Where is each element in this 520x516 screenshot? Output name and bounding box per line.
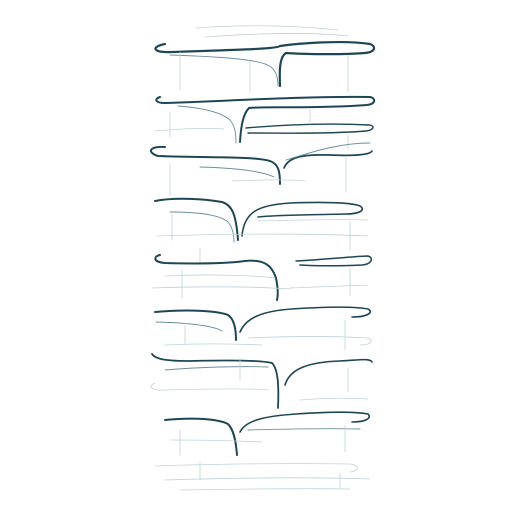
light-stroke-41 (164, 343, 263, 346)
dark-stroke-31 (295, 255, 373, 267)
dark-stroke-44 (151, 353, 280, 409)
mid-stroke-39 (155, 321, 223, 332)
light-stroke-26 (156, 233, 369, 237)
dark-stroke-51 (164, 417, 238, 456)
dark-stroke-22 (154, 197, 239, 241)
mid-stroke-24 (169, 211, 235, 243)
light-stroke-58 (164, 477, 371, 481)
light-stroke-11 (154, 128, 225, 132)
dark-stroke-10 (245, 123, 374, 134)
light-stroke-57 (154, 463, 358, 473)
dark-stroke-16 (283, 150, 373, 169)
mid-stroke-46 (164, 366, 269, 371)
light-stroke-19 (231, 179, 306, 182)
dark-stroke-8 (155, 95, 376, 143)
light-stroke-32 (164, 274, 276, 279)
light-stroke-1 (195, 25, 339, 31)
mid-stroke-18 (199, 166, 275, 178)
light-stroke-54 (169, 439, 263, 443)
dark-stroke-15 (149, 145, 281, 185)
mid-stroke-17 (285, 142, 371, 161)
dark-stroke-45 (284, 358, 373, 386)
mid-stroke-53 (247, 428, 361, 431)
light-stroke-40 (247, 336, 372, 346)
light-stroke-34 (289, 284, 369, 289)
dark-stroke-52 (239, 411, 370, 433)
mid-stroke-9 (177, 105, 237, 144)
dark-stroke-37 (154, 309, 237, 341)
dark-stroke-23 (241, 201, 364, 237)
dark-stroke-38 (239, 306, 372, 333)
light-stroke-59 (179, 488, 351, 491)
dark-stroke-3 (154, 41, 376, 88)
light-stroke-50 (299, 397, 369, 401)
light-stroke-2 (204, 33, 349, 38)
light-stroke-33 (151, 286, 291, 290)
mid-stroke-4 (169, 54, 279, 87)
stroke-layer (149, 25, 376, 491)
dark-stroke-30 (154, 254, 279, 301)
light-stroke-25 (257, 219, 369, 222)
light-stroke-47 (150, 382, 269, 391)
